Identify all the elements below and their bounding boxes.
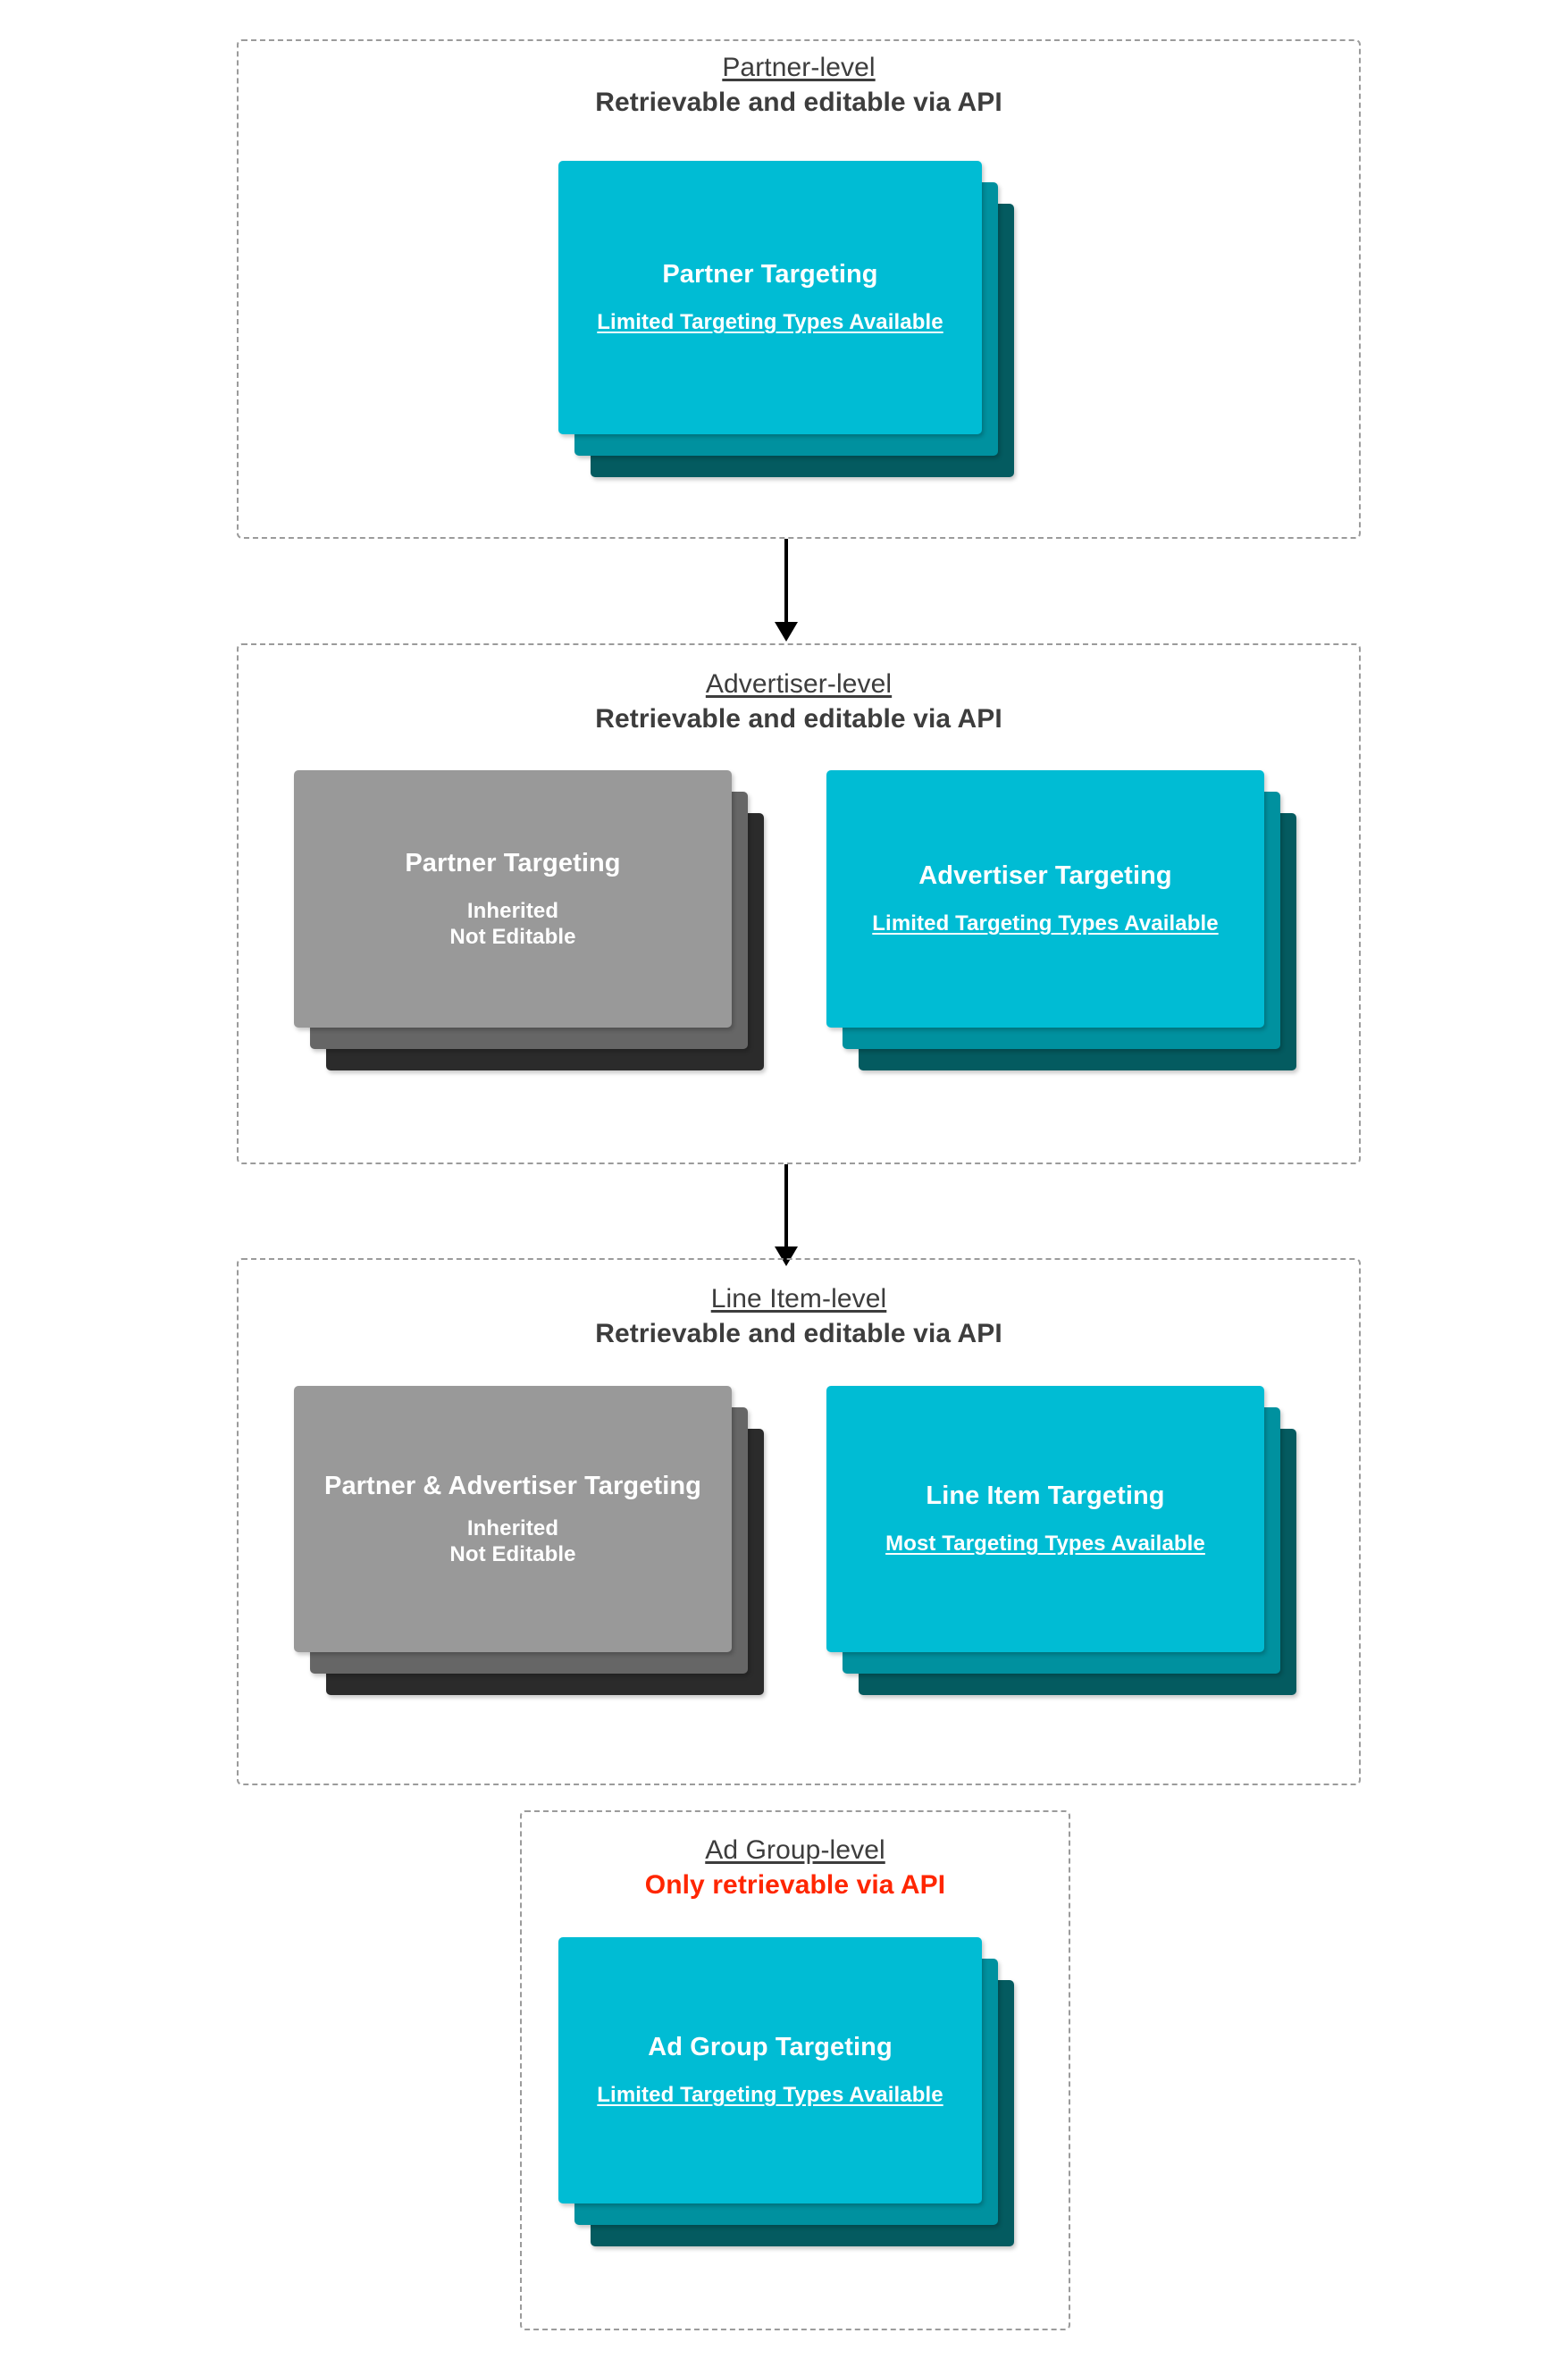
card-stack-line-item-targeting[interactable]: Line Item Targeting Most Targeting Types… xyxy=(826,1386,1300,1743)
card-stack-ad-group-targeting[interactable]: Ad Group Targeting Limited Targeting Typ… xyxy=(558,1937,1014,2268)
card-title: Advertiser Targeting xyxy=(918,861,1172,891)
level-name-ad-group: Ad Group-level xyxy=(705,1835,885,1865)
level-box-line-item xyxy=(237,1258,1361,1785)
card-title: Ad Group Targeting xyxy=(648,2033,893,2062)
level-heading-advertiser: Advertiser-level Retrievable and editabl… xyxy=(237,668,1361,735)
card-face-partner-targeting[interactable]: Partner Targeting Limited Targeting Type… xyxy=(558,161,982,434)
card-title: Partner Targeting xyxy=(662,260,878,290)
card-stack-advertiser-targeting[interactable]: Advertiser Targeting Limited Targeting T… xyxy=(826,770,1300,1119)
level-heading-ad-group: Ad Group-level Only retrievable via API xyxy=(520,1834,1070,1901)
card-subtitle: Limited Targeting Types Available xyxy=(597,2083,943,2108)
level-heading-partner: Partner-level Retrievable and editable v… xyxy=(237,52,1361,119)
arrow-partner-to-advertiser xyxy=(768,539,804,642)
level-box-ad-group xyxy=(520,1810,1070,2330)
card-face-ad-group-targeting[interactable]: Ad Group Targeting Limited Targeting Typ… xyxy=(558,1937,982,2203)
level-box-advertiser xyxy=(237,643,1361,1164)
level-name-line-item: Line Item-level xyxy=(710,1284,887,1314)
card-subtitle: Limited Targeting Types Available xyxy=(597,310,943,335)
card-title: Partner & Advertiser Targeting xyxy=(324,1471,701,1500)
card-title: Line Item Targeting xyxy=(926,1481,1165,1511)
arrow-head xyxy=(775,622,798,642)
arrow-shaft xyxy=(784,539,788,625)
card-face-inherited-partner-targeting[interactable]: Partner Targeting Inherited Not Editable xyxy=(294,770,732,1028)
card-subtitle: Limited Targeting Types Available xyxy=(872,911,1219,936)
card-face-advertiser-targeting[interactable]: Advertiser Targeting Limited Targeting T… xyxy=(826,770,1264,1028)
card-stack-partner-targeting[interactable]: Partner Targeting Limited Targeting Type… xyxy=(558,161,1014,491)
level-heading-line-item: Line Item-level Retrievable and editable… xyxy=(237,1283,1361,1350)
level-name-partner: Partner-level xyxy=(722,53,876,82)
level-name-advertiser: Advertiser-level xyxy=(705,669,893,699)
arrow-advertiser-to-line-item xyxy=(768,1164,804,1266)
card-subtitle: Most Targeting Types Available xyxy=(885,1532,1205,1557)
level-api-note-line-item: Retrievable and editable via API xyxy=(595,1319,1002,1349)
level-api-note-advertiser: Retrievable and editable via API xyxy=(595,704,1002,734)
card-face-inherited-partner-advertiser-targeting[interactable]: Partner & Advertiser Targeting Inherited… xyxy=(294,1386,732,1652)
card-subtitle: Inherited Not Editable xyxy=(449,898,576,950)
arrow-shaft xyxy=(784,1164,788,1248)
card-title: Partner Targeting xyxy=(405,848,621,877)
level-box-partner xyxy=(237,39,1361,539)
level-api-note-partner: Retrievable and editable via API xyxy=(595,88,1002,118)
card-subtitle: Inherited Not Editable xyxy=(449,1515,576,1567)
level-api-note-ad-group: Only retrievable via API xyxy=(644,1870,946,1901)
arrow-head xyxy=(775,1246,798,1266)
card-face-line-item-targeting[interactable]: Line Item Targeting Most Targeting Types… xyxy=(826,1386,1264,1652)
card-stack-inherited-partner-advertiser-targeting[interactable]: Partner & Advertiser Targeting Inherited… xyxy=(294,1386,767,1743)
card-stack-inherited-partner-targeting[interactable]: Partner Targeting Inherited Not Editable xyxy=(294,770,767,1119)
